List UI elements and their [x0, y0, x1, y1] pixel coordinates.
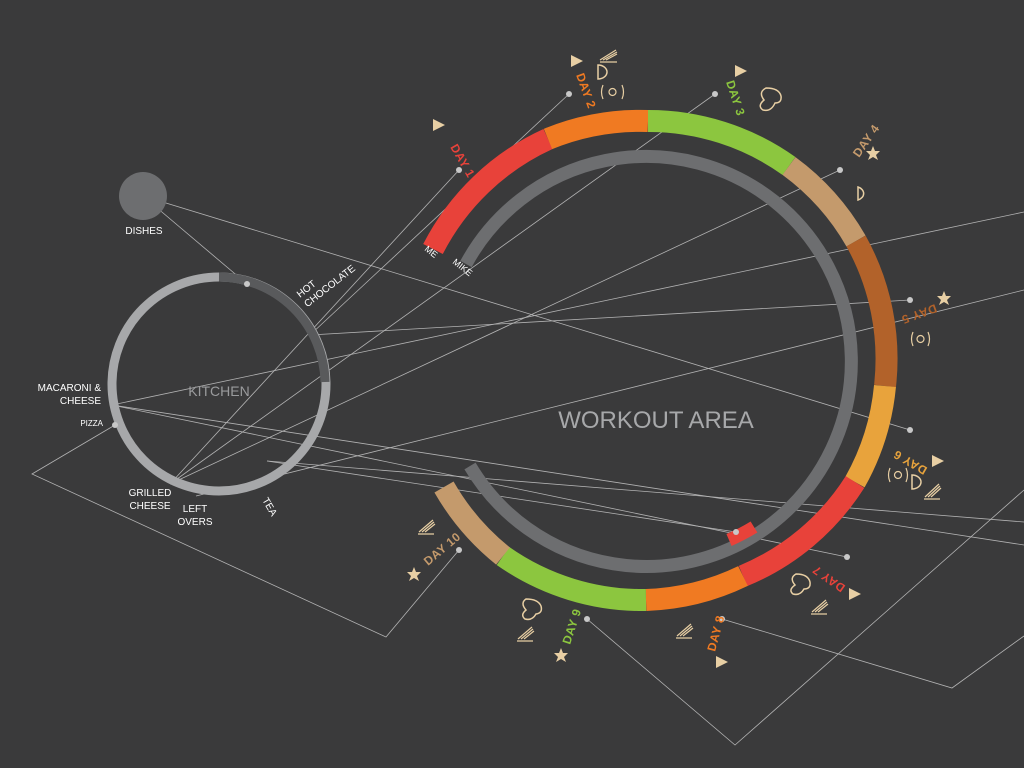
burst-icon [600, 84, 931, 483]
me-ring-day7 [738, 475, 865, 587]
endpoint-dot [456, 547, 462, 553]
day-2-label: DAY 2 [573, 71, 599, 110]
endpoint-dot [907, 297, 913, 303]
me-ring-day1 [423, 128, 553, 255]
endpoint-dot [584, 616, 590, 622]
kitchen-ring [107, 172, 331, 496]
endpoint-dot [112, 422, 118, 428]
day-8-label: DAY 8 [704, 614, 727, 653]
endpoint-dots [112, 91, 913, 622]
connector-line [266, 460, 737, 533]
shirt-icon [522, 87, 811, 621]
star-icon [937, 291, 951, 305]
endpoint-dot [844, 554, 850, 560]
day-6-label: DAY 6 [891, 447, 930, 477]
endpoint-dot [837, 167, 843, 173]
connector-line [586, 489, 1024, 746]
endpoint-dot [456, 167, 462, 173]
grilled-cheese-label-2: CHEESE [129, 501, 170, 512]
me-ring-day8 [645, 566, 748, 611]
me-ring-day6 [845, 384, 896, 488]
connector-line [309, 299, 911, 336]
star-icon [407, 567, 421, 581]
endpoint-dot [719, 616, 725, 622]
workout-rings [423, 109, 898, 612]
connector-line [142, 195, 911, 431]
mac-cheese-label-2: CHEESE [60, 396, 101, 407]
pizza-label: PIZZA [80, 419, 103, 428]
connector-line [31, 424, 460, 638]
endpoint-dot [907, 427, 913, 433]
dishes-node [119, 172, 167, 220]
play-icon [849, 588, 861, 600]
workout-labels: WORKOUT AREA ME MIKE [423, 244, 754, 434]
me-ring-day10 [434, 481, 511, 565]
kitchen-labels: KITCHEN DISHES HOT CHOCOLATE MACARONI & … [38, 226, 358, 528]
day-1-label: DAY 1 [447, 142, 477, 181]
bowl-icon [597, 64, 922, 490]
play-icon [716, 656, 728, 668]
connector-line [169, 169, 841, 485]
connector-line [111, 404, 1024, 546]
me-ring-day3 [647, 109, 796, 176]
kitchen-title: KITCHEN [188, 383, 249, 399]
day-3-label: DAY 3 [723, 79, 748, 118]
endpoint-dot [244, 281, 250, 287]
me-ring-day4 [782, 157, 866, 247]
tea-label: TEA [259, 496, 278, 519]
play-icon [433, 119, 445, 131]
play-icon [932, 455, 944, 467]
me-ring-day2 [543, 109, 649, 150]
me-ring-day9 [496, 546, 647, 612]
star-icon [866, 146, 880, 160]
star-icon [554, 648, 568, 662]
play-icon [735, 65, 747, 77]
endpoint-dot [712, 91, 718, 97]
activity-icons [407, 49, 951, 668]
mike-ring [460, 150, 858, 573]
connection-lines [31, 93, 1024, 746]
connector-line [721, 618, 1024, 689]
mac-cheese-label-1: MACARONI & [38, 383, 102, 394]
me-ring-day5 [846, 235, 898, 388]
shoe-icon [418, 49, 942, 642]
day-7-label: DAY 7 [810, 563, 848, 595]
endpoint-dot [733, 529, 739, 535]
connector-line [111, 211, 1024, 406]
grilled-cheese-label-1: GRILLED [129, 488, 172, 499]
play-icon [571, 55, 583, 67]
day-5-label: DAY 5 [900, 301, 939, 327]
connector-line [266, 460, 1024, 523]
dishes-label: DISHES [125, 226, 163, 237]
workout-area-title: WORKOUT AREA [558, 407, 754, 434]
endpoint-dot [566, 91, 572, 97]
leftovers-label-2: OVERS [177, 517, 212, 528]
day-4-label: DAY 4 [850, 122, 882, 160]
me-ring-day7-inner [726, 521, 758, 546]
connector-line [309, 93, 570, 336]
kitchen-ring-segment [218, 272, 330, 383]
leftovers-label-1: LEFT [183, 504, 207, 515]
day-9-label: DAY 9 [560, 607, 585, 646]
